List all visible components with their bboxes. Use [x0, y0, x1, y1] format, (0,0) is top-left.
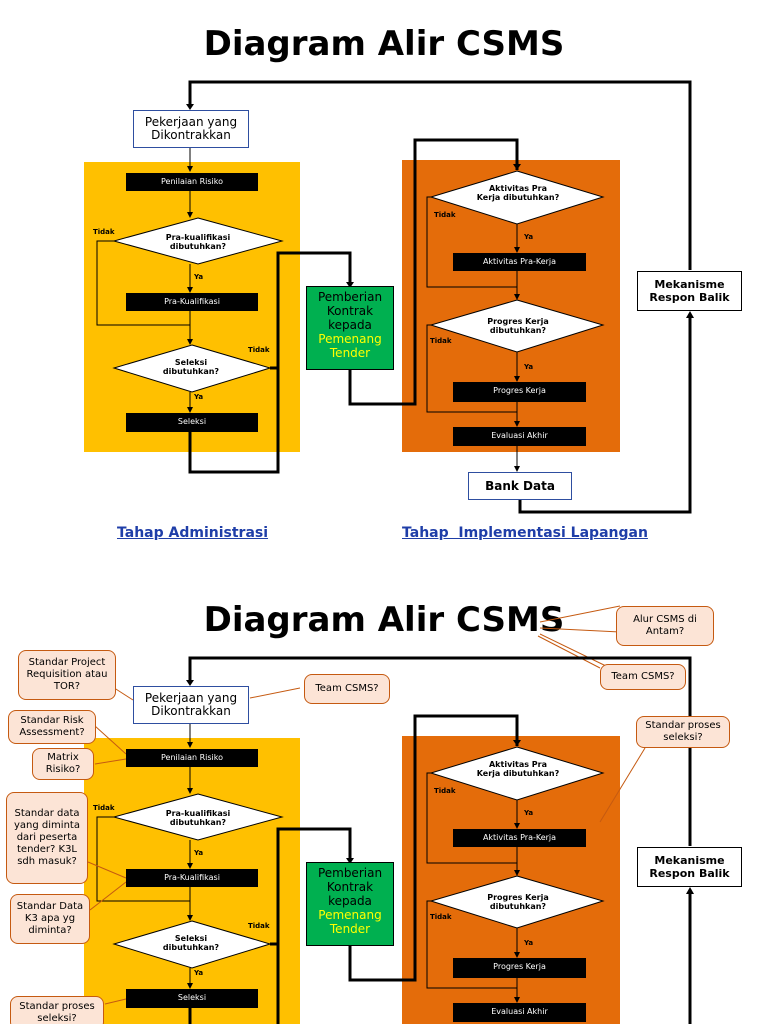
aktivitas-step: Aktivitas Pra-Kerja [453, 253, 586, 271]
callout-matrix-risiko: Matrix Risiko? [32, 748, 94, 780]
tidak-label: Tidak [430, 913, 452, 921]
prakualifikasi-question: Pra-kualifikasi dibutuhkan? [165, 809, 231, 827]
progres-step: Progres Kerja [453, 958, 586, 978]
prakualifikasi-step: Pra-Kualifikasi [126, 869, 258, 887]
seleksi-question: Seleksi dibutuhkan? [162, 934, 220, 952]
tidak-label: Tidak [248, 922, 270, 930]
seleksi-step: Seleksi [126, 413, 258, 432]
evaluasi-step: Evaluasi Akhir [453, 1003, 586, 1022]
tidak-label: Tidak [434, 787, 456, 795]
decision-seleksi [112, 344, 272, 393]
stage-admin-label: Tahap Administrasi [117, 525, 269, 541]
mekanisme-box: Mekanisme Respon Balik [637, 271, 742, 311]
ya-label: Ya [194, 849, 204, 857]
callout-alur-csms: Alur CSMS di Antam? [616, 606, 714, 646]
ya-label: Ya [194, 393, 204, 401]
callout-standar-data: Standar data yang diminta dari peserta t… [6, 792, 88, 884]
callout-standar-project: Standar Project Requisition atau TOR? [18, 650, 116, 700]
pekerjaan-box: Pekerjaan yang Dikontrakkan [133, 110, 249, 148]
seleksi-step: Seleksi [126, 989, 258, 1008]
slide-1: Diagram Alir CSMS [84, 24, 742, 541]
progres-question: Progres Kerja dibutuhkan? [487, 893, 549, 911]
stage-impl-label: Tahap Implementasi Lapangan [402, 525, 648, 541]
pekerjaan-box: Pekerjaan yang Dikontrakkan [133, 686, 249, 724]
evaluasi-step: Evaluasi Akhir [453, 427, 586, 446]
callout-team-csms: Team CSMS? [600, 664, 686, 690]
mekanisme-box: Mekanisme Respon Balik [637, 847, 742, 887]
progres-step: Progres Kerja [453, 382, 586, 402]
ya-label: Ya [524, 939, 534, 947]
decision-prakualifikasi [112, 217, 284, 265]
ya-label: Ya [194, 969, 204, 977]
tidak-label: Tidak [93, 804, 115, 812]
slide-title: Diagram Alir CSMS [203, 24, 565, 64]
pemberian-line1: Pemberian Kontrak kepada [317, 290, 383, 332]
callout-team-csms: Team CSMS? [304, 674, 390, 704]
tidak-label: Tidak [430, 337, 452, 345]
prakualifikasi-question: Pra-kualifikasi dibutuhkan? [165, 233, 231, 251]
progres-question: Progres Kerja dibutuhkan? [487, 317, 549, 335]
ya-label: Ya [194, 273, 204, 281]
tidak-label: Tidak [248, 346, 270, 354]
ya-label: Ya [524, 809, 534, 817]
prakualifikasi-step: Pra-Kualifikasi [126, 293, 258, 311]
penilaian-risiko-step: Penilaian Risiko [126, 173, 258, 191]
pemberian-line2: Pemenang Tender [318, 908, 382, 936]
decision-prakualifikasi [112, 793, 284, 841]
aktivitas-step: Aktivitas Pra-Kerja [453, 829, 586, 847]
seleksi-question: Seleksi dibutuhkan? [162, 358, 220, 376]
callout-standar-seleksi: Standar proses seleksi? [10, 996, 104, 1024]
aktivitas-question: Aktivitas Pra Kerja dibutuhkan? [476, 184, 560, 202]
bank-data-box: Bank Data [468, 472, 572, 500]
tidak-label: Tidak [93, 228, 115, 236]
pemberian-line1: Pemberian Kontrak kepada [317, 866, 383, 908]
ya-label: Ya [524, 363, 534, 371]
pemberian-kontrak-box: Pemberian Kontrak kepada Pemenang Tender [306, 862, 394, 946]
flow-connectors [96, 80, 694, 514]
decision-seleksi [112, 920, 272, 969]
tidak-label: Tidak [434, 211, 456, 219]
slide-2: Diagram Alir CSMS [0, 576, 768, 1024]
aktivitas-question: Aktivitas Pra Kerja dibutuhkan? [476, 760, 560, 778]
flow-connectors [87, 605, 694, 1024]
callout-standar-seleksi: Standar proses seleksi? [636, 716, 730, 748]
pemberian-kontrak-box: Pemberian Kontrak kepada Pemenang Tender [306, 286, 394, 370]
pemberian-line2: Pemenang Tender [318, 332, 382, 360]
callout-standar-k3: Standar Data K3 apa yg diminta? [10, 894, 90, 944]
callout-standar-risk: Standar Risk Assessment? [8, 710, 96, 744]
penilaian-risiko-step: Penilaian Risiko [126, 749, 258, 767]
ya-label: Ya [524, 233, 534, 241]
slide-title: Diagram Alir CSMS [203, 600, 565, 640]
